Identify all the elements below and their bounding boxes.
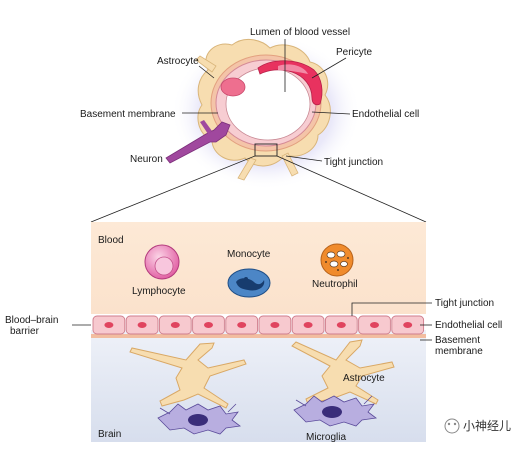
endothelial-nucleus — [237, 322, 247, 328]
label-endothelial: Endothelial cell — [435, 320, 502, 331]
neutrophil — [320, 243, 354, 277]
astrocyte-process-top — [195, 55, 217, 73]
neuron-dendrite — [200, 120, 212, 134]
top-leader-lines — [90, 39, 427, 223]
vessel-cross-section — [165, 34, 361, 190]
pericyte-nucleus — [278, 64, 308, 74]
label-pericyte: Pericyte — [336, 47, 373, 58]
label-bbb-line1: Blood–brain — [5, 315, 58, 326]
endothelial-nucleus — [403, 322, 413, 328]
label-tight-junction-top: Tight junction — [324, 157, 383, 168]
label-basement-membrane-top: Basement membrane — [80, 109, 176, 120]
brain-region — [91, 330, 426, 442]
label-monocyte: Monocyte — [227, 249, 271, 260]
astrocyte-right — [291, 339, 395, 405]
endothelial-nucleus — [104, 322, 114, 328]
enlarged-panel — [91, 222, 426, 442]
endothelial-row — [92, 315, 425, 335]
endothelial-nucleus — [370, 322, 379, 328]
lymphocyte — [144, 244, 180, 280]
astrocyte-left — [129, 342, 247, 409]
watermark: 小神经儿 — [444, 418, 511, 434]
label-brain: Brain — [98, 429, 121, 440]
microglia-left — [157, 403, 242, 435]
right-leader-lines — [72, 302, 432, 341]
microglia-right — [293, 395, 378, 427]
label-lymphocyte: Lymphocyte — [132, 286, 186, 297]
monocyte — [227, 268, 271, 298]
label-astrocyte: Astrocyte — [343, 373, 385, 384]
tight-junction-box — [254, 143, 278, 157]
endothelial-nucleus — [170, 322, 180, 328]
blood-region — [91, 222, 426, 314]
label-endothelial-top: Endothelial cell — [352, 109, 419, 120]
endothelial-nucleus-top — [220, 77, 246, 97]
endothelial-nucleus — [303, 322, 313, 328]
label-basement-line2: membrane — [435, 346, 483, 357]
label-neuron: Neuron — [130, 154, 163, 165]
endothelial-nucleus — [137, 322, 147, 328]
label-bbb-line2: barrier — [10, 326, 40, 337]
label-lumen: Lumen of blood vessel — [250, 27, 350, 38]
endothelial-nucleus — [270, 322, 280, 328]
label-blood: Blood — [98, 235, 124, 246]
endothelial-nucleus — [336, 322, 346, 328]
label-microglia: Microglia — [306, 432, 346, 443]
label-basement-line1: Basement — [435, 335, 480, 346]
label-tight-junction: Tight junction — [435, 298, 494, 309]
watermark-text: 小神经儿 — [463, 419, 511, 433]
endothelial-nucleus — [204, 322, 213, 328]
basement-membrane-band — [91, 334, 426, 338]
label-neutrophil: Neutrophil — [312, 279, 358, 290]
label-astrocyte-top: Astrocyte — [157, 56, 199, 67]
watermark-logo — [444, 418, 460, 434]
astrocyte-process-bottom-right — [281, 152, 299, 177]
astrocyte-process-bottom — [237, 157, 257, 181]
